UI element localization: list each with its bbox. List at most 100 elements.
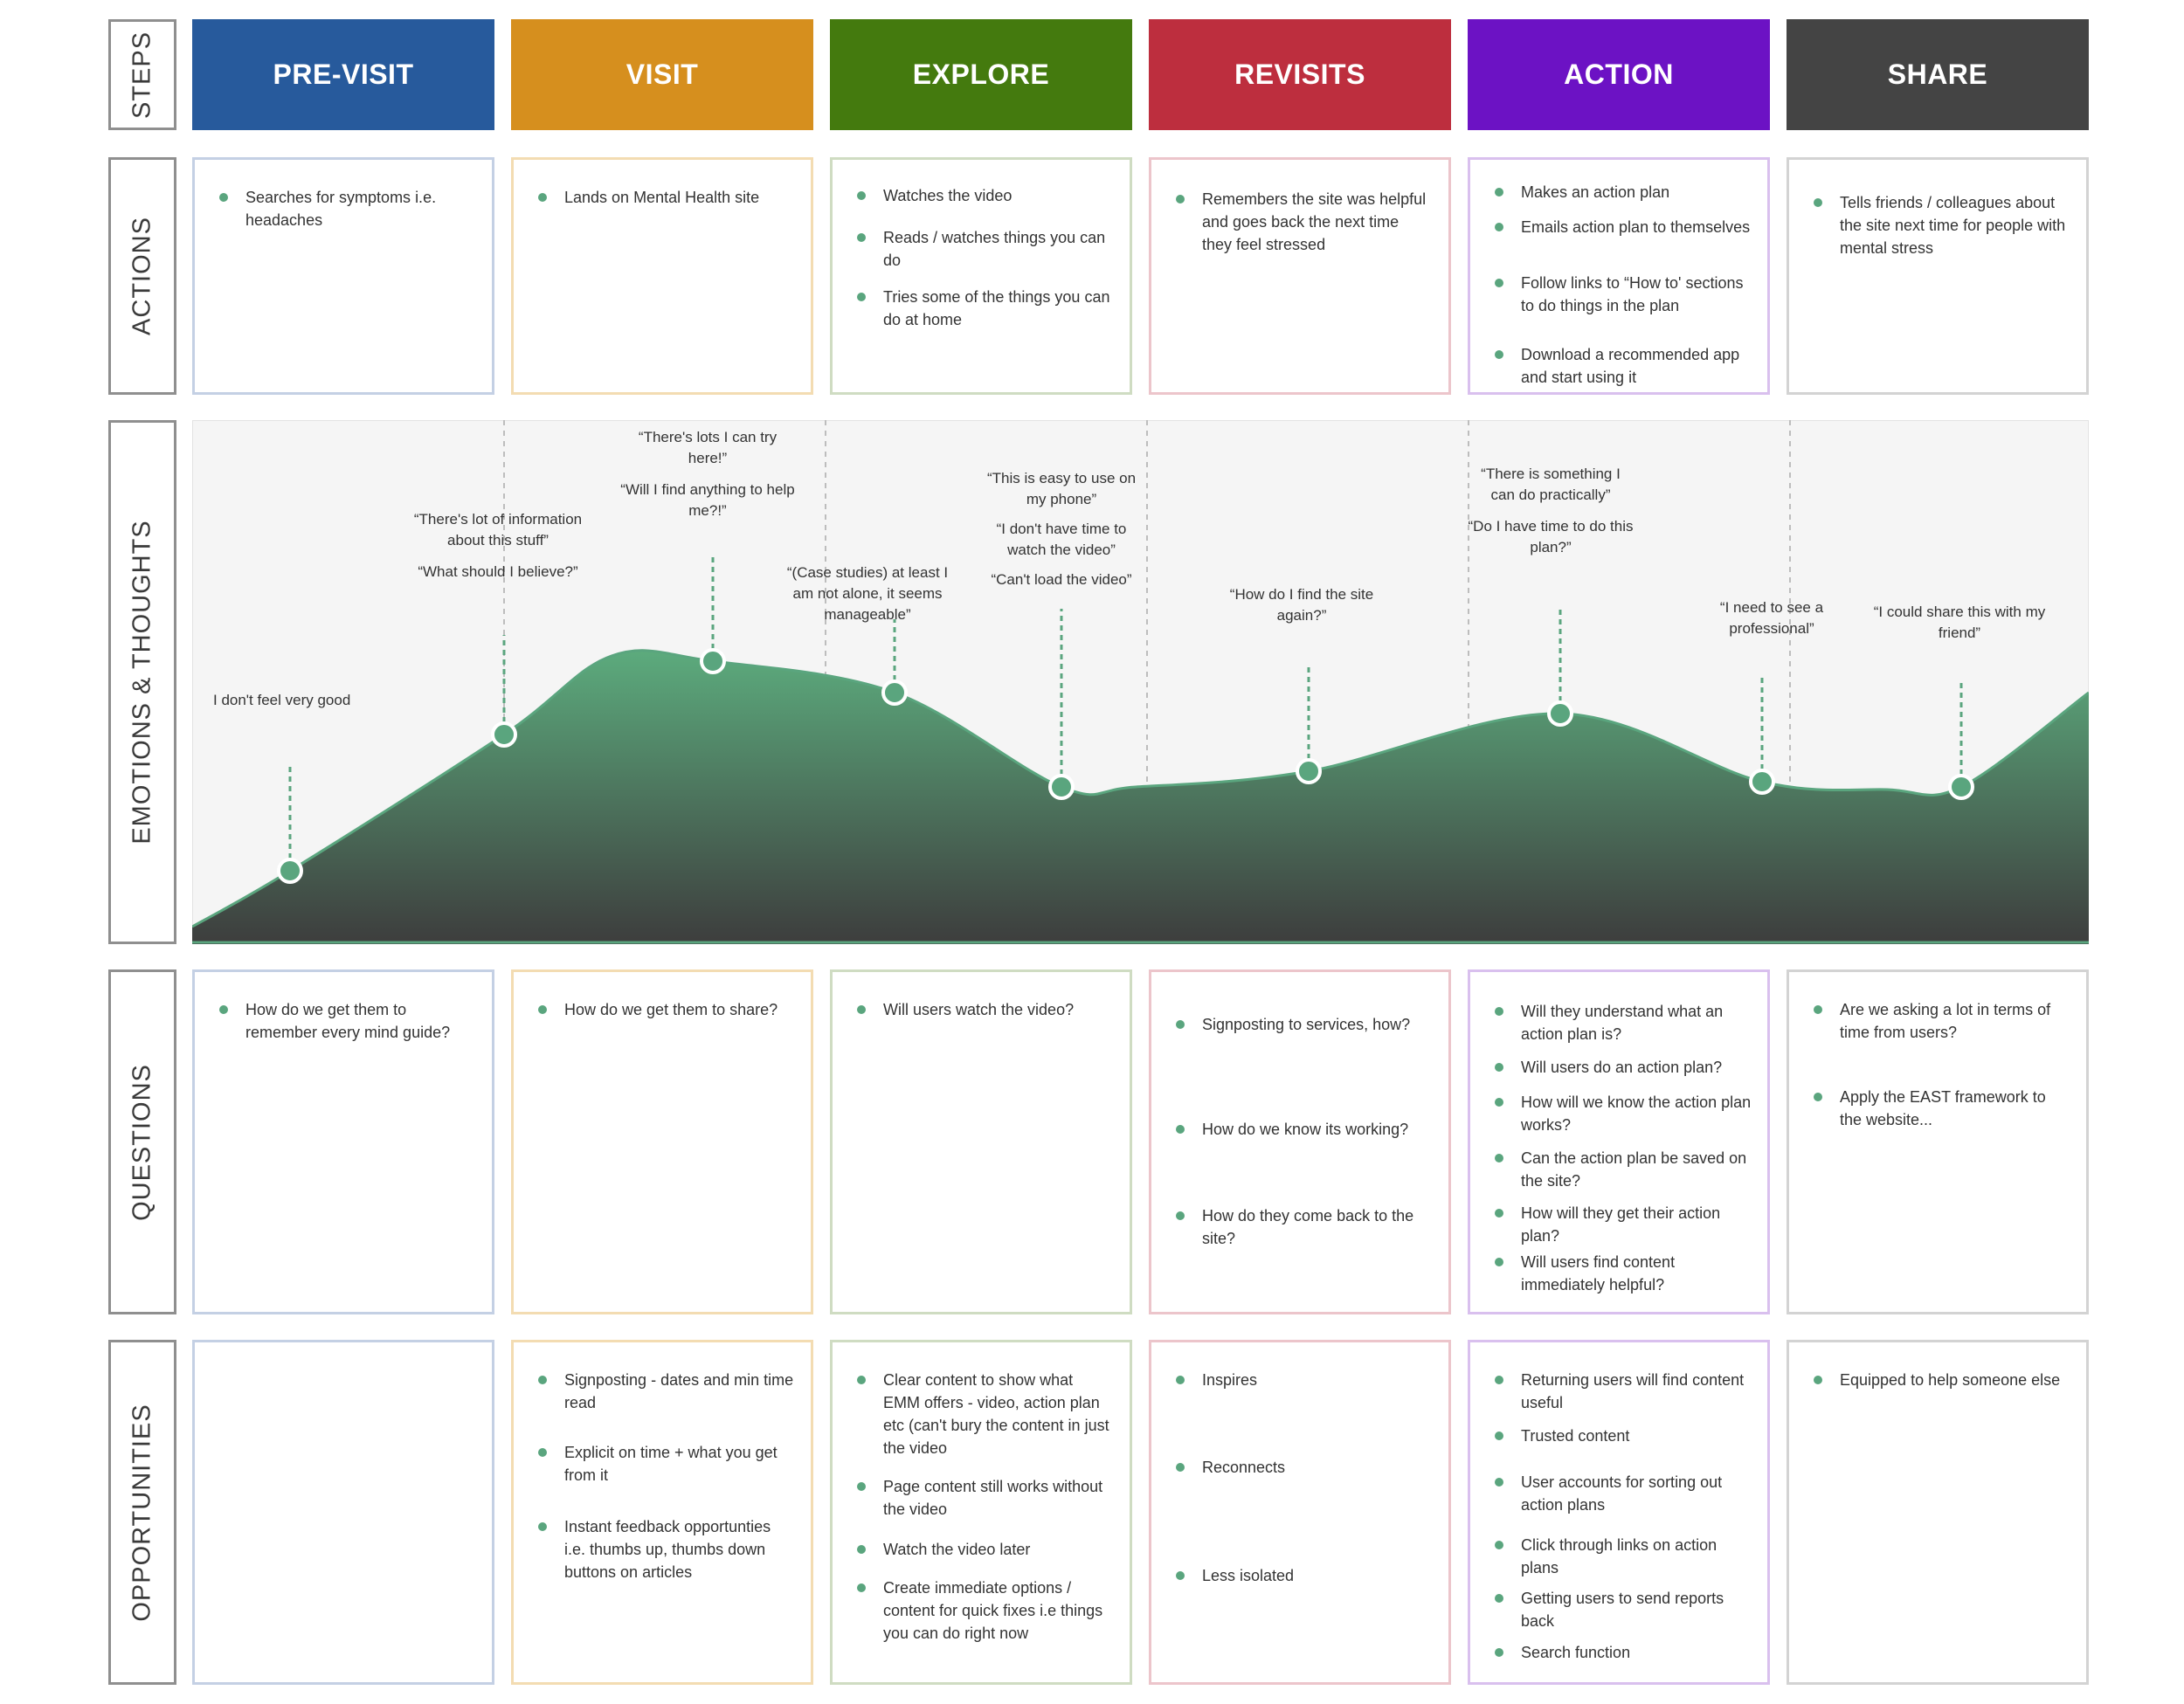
emotion-point [277, 858, 303, 884]
list-item: How do we know its working? [1176, 1118, 1433, 1141]
row-label-opportunities: OPPORTUNITIES [108, 1340, 176, 1685]
list-item: Will users find content immediately help… [1495, 1251, 1752, 1296]
thought-9: “I could share this with my friend” [1872, 602, 2047, 644]
opportunities-cell-share: Equipped to help someone else [1787, 1340, 2089, 1685]
list-item: How will we know the action plan works? [1495, 1091, 1752, 1136]
row-label-actions-text: ACTIONS [128, 217, 156, 335]
thought-8: “I need to see a professional” [1693, 597, 1850, 639]
thought-6-line-1: “How do I find the site again?” [1229, 586, 1374, 624]
emotion-point [1296, 758, 1322, 784]
list-item: Reads / watches things you can do [857, 226, 1114, 272]
list-item: Will they understand what an action plan… [1495, 1000, 1752, 1045]
list-item: Returning users will find content useful [1495, 1369, 1752, 1414]
list-item: Click through links on action plans [1495, 1534, 1752, 1579]
thought-2-line-2: “What should I believe?” [418, 563, 578, 580]
opportunities-cell-explore: Clear content to show what EMM offers - … [830, 1340, 1132, 1685]
list-item: Clear content to show what EMM offers - … [857, 1369, 1114, 1459]
row-label-actions: ACTIONS [108, 157, 176, 395]
list-item: Create immediate options / content for q… [857, 1576, 1114, 1645]
list-item: Are we asking a lot in terms of time fro… [1814, 998, 2070, 1044]
list-item: Will users watch the video? [857, 998, 1114, 1021]
step-header-action: ACTION [1468, 19, 1770, 130]
thought-5-line-2: “I don't have time to watch the video” [996, 521, 1127, 558]
emotions-chart-area: I don't feel very good “There's lot of i… [192, 420, 2089, 944]
list-item: Tells friends / colleagues about the sit… [1814, 191, 2070, 259]
list-item: Less isolated [1176, 1564, 1433, 1587]
actions-cell-visit: Lands on Mental Health site [511, 157, 813, 395]
list-item: How do we get them to share? [538, 998, 795, 1021]
row-label-questions: QUESTIONS [108, 969, 176, 1314]
thought-8-line-1: “I need to see a professional” [1719, 599, 1824, 637]
thought-3: “There's lots I can try here!” “Will I f… [620, 427, 795, 521]
list-item: Apply the EAST framework to the website.… [1814, 1086, 2070, 1131]
list-item: Signposting to services, how? [1176, 1013, 1433, 1036]
list-item: How will they get their action plan? [1495, 1202, 1752, 1247]
row-label-steps-text: STEPS [128, 31, 156, 119]
list-item: Follow links to “How to' sections to do … [1495, 272, 1752, 317]
thought-7-line-2: “Do I have time to do this plan?” [1468, 518, 1634, 555]
list-item: Inspires [1176, 1369, 1433, 1391]
thought-4: “(Case studies) at least I am not alone,… [784, 562, 950, 625]
list-item: User accounts for sorting out action pla… [1495, 1471, 1752, 1516]
actions-cell-revisits: Remembers the site was helpful and goes … [1149, 157, 1451, 395]
list-item: Will users do an action plan? [1495, 1056, 1752, 1079]
list-item: Signposting - dates and min time read [538, 1369, 795, 1414]
thought-5-line-1: “This is easy to use on my phone” [986, 470, 1137, 507]
list-item: Searches for symptoms i.e. headaches [219, 186, 476, 231]
thought-9-line-1: “I could share this with my friend” [1873, 604, 2046, 641]
step-header-visit: VISIT [511, 19, 813, 130]
actions-cell-pre-visit: Searches for symptoms i.e. headaches [192, 157, 494, 395]
thought-2: “There's lot of information about this s… [411, 509, 585, 583]
step-header-revisits: REVISITS [1149, 19, 1451, 130]
thought-3-line-1: “There's lots I can try here!” [638, 429, 778, 466]
step-header-share: SHARE [1787, 19, 2089, 130]
list-item: Can the action plan be saved on the site… [1495, 1147, 1752, 1192]
thought-1-line-1: I don't feel very good [213, 692, 351, 708]
list-item: Makes an action plan [1495, 181, 1752, 204]
thought-1: I don't feel very good [213, 690, 379, 711]
list-item: Getting users to send reports back [1495, 1587, 1752, 1632]
opportunities-cell-pre-visit [192, 1340, 494, 1685]
list-item: How do we get them to remember every min… [219, 998, 476, 1044]
list-item: Watch the video later [857, 1538, 1114, 1561]
emotion-point [1948, 774, 1974, 800]
thought-3-line-2: “Will I find anything to help me?!” [620, 481, 795, 519]
emotion-point [491, 721, 517, 748]
actions-cell-action: Makes an action plan Emails action plan … [1468, 157, 1770, 395]
row-label-emotions-text: EMOTIONS & THOUGHTS [128, 520, 156, 845]
emotion-curve-svg [192, 420, 2089, 944]
questions-cell-revisits: Signposting to services, how? How do we … [1149, 969, 1451, 1314]
thought-7-line-1: “There is something I can do practically… [1481, 466, 1621, 503]
emotion-point [1749, 769, 1775, 795]
list-item: Explicit on time + what you get from it [538, 1441, 795, 1487]
list-item: Watches the video [857, 184, 1114, 207]
emotion-point [881, 680, 908, 706]
list-item: Page content still works without the vid… [857, 1475, 1114, 1521]
list-item: Emails action plan to themselves [1495, 216, 1752, 238]
step-header-pre-visit: PRE-VISIT [192, 19, 494, 130]
opportunities-cell-revisits: Inspires Reconnects Less isolated [1149, 1340, 1451, 1685]
list-item: Instant feedback opportunties i.e. thumb… [538, 1515, 795, 1583]
questions-cell-visit: How do we get them to share? [511, 969, 813, 1314]
step-header-explore: EXPLORE [830, 19, 1132, 130]
row-label-opportunities-text: OPPORTUNITIES [128, 1403, 156, 1622]
thought-7: “There is something I can do practically… [1468, 464, 1634, 558]
list-item: Trusted content [1495, 1425, 1752, 1447]
row-label-emotions: EMOTIONS & THOUGHTS [108, 420, 176, 944]
emotion-point [1547, 700, 1573, 727]
emotion-point [700, 648, 726, 674]
row-label-questions-text: QUESTIONS [128, 1063, 156, 1221]
thought-6: “How do I find the site again?” [1214, 584, 1389, 626]
emotion-point [1048, 774, 1075, 800]
list-item: Remembers the site was helpful and goes … [1176, 188, 1433, 256]
thought-5-line-3: “Can't load the video” [991, 571, 1132, 588]
questions-cell-share: Are we asking a lot in terms of time fro… [1787, 969, 2089, 1314]
actions-cell-share: Tells friends / colleagues about the sit… [1787, 157, 2089, 395]
questions-cell-explore: Will users watch the video? [830, 969, 1132, 1314]
list-item: Reconnects [1176, 1456, 1433, 1479]
questions-cell-pre-visit: How do we get them to remember every min… [192, 969, 494, 1314]
actions-cell-explore: Watches the video Reads / watches things… [830, 157, 1132, 395]
list-item: Search function [1495, 1641, 1752, 1664]
list-item: Tries some of the things you can do at h… [857, 286, 1114, 331]
list-item: Lands on Mental Health site [538, 186, 795, 209]
